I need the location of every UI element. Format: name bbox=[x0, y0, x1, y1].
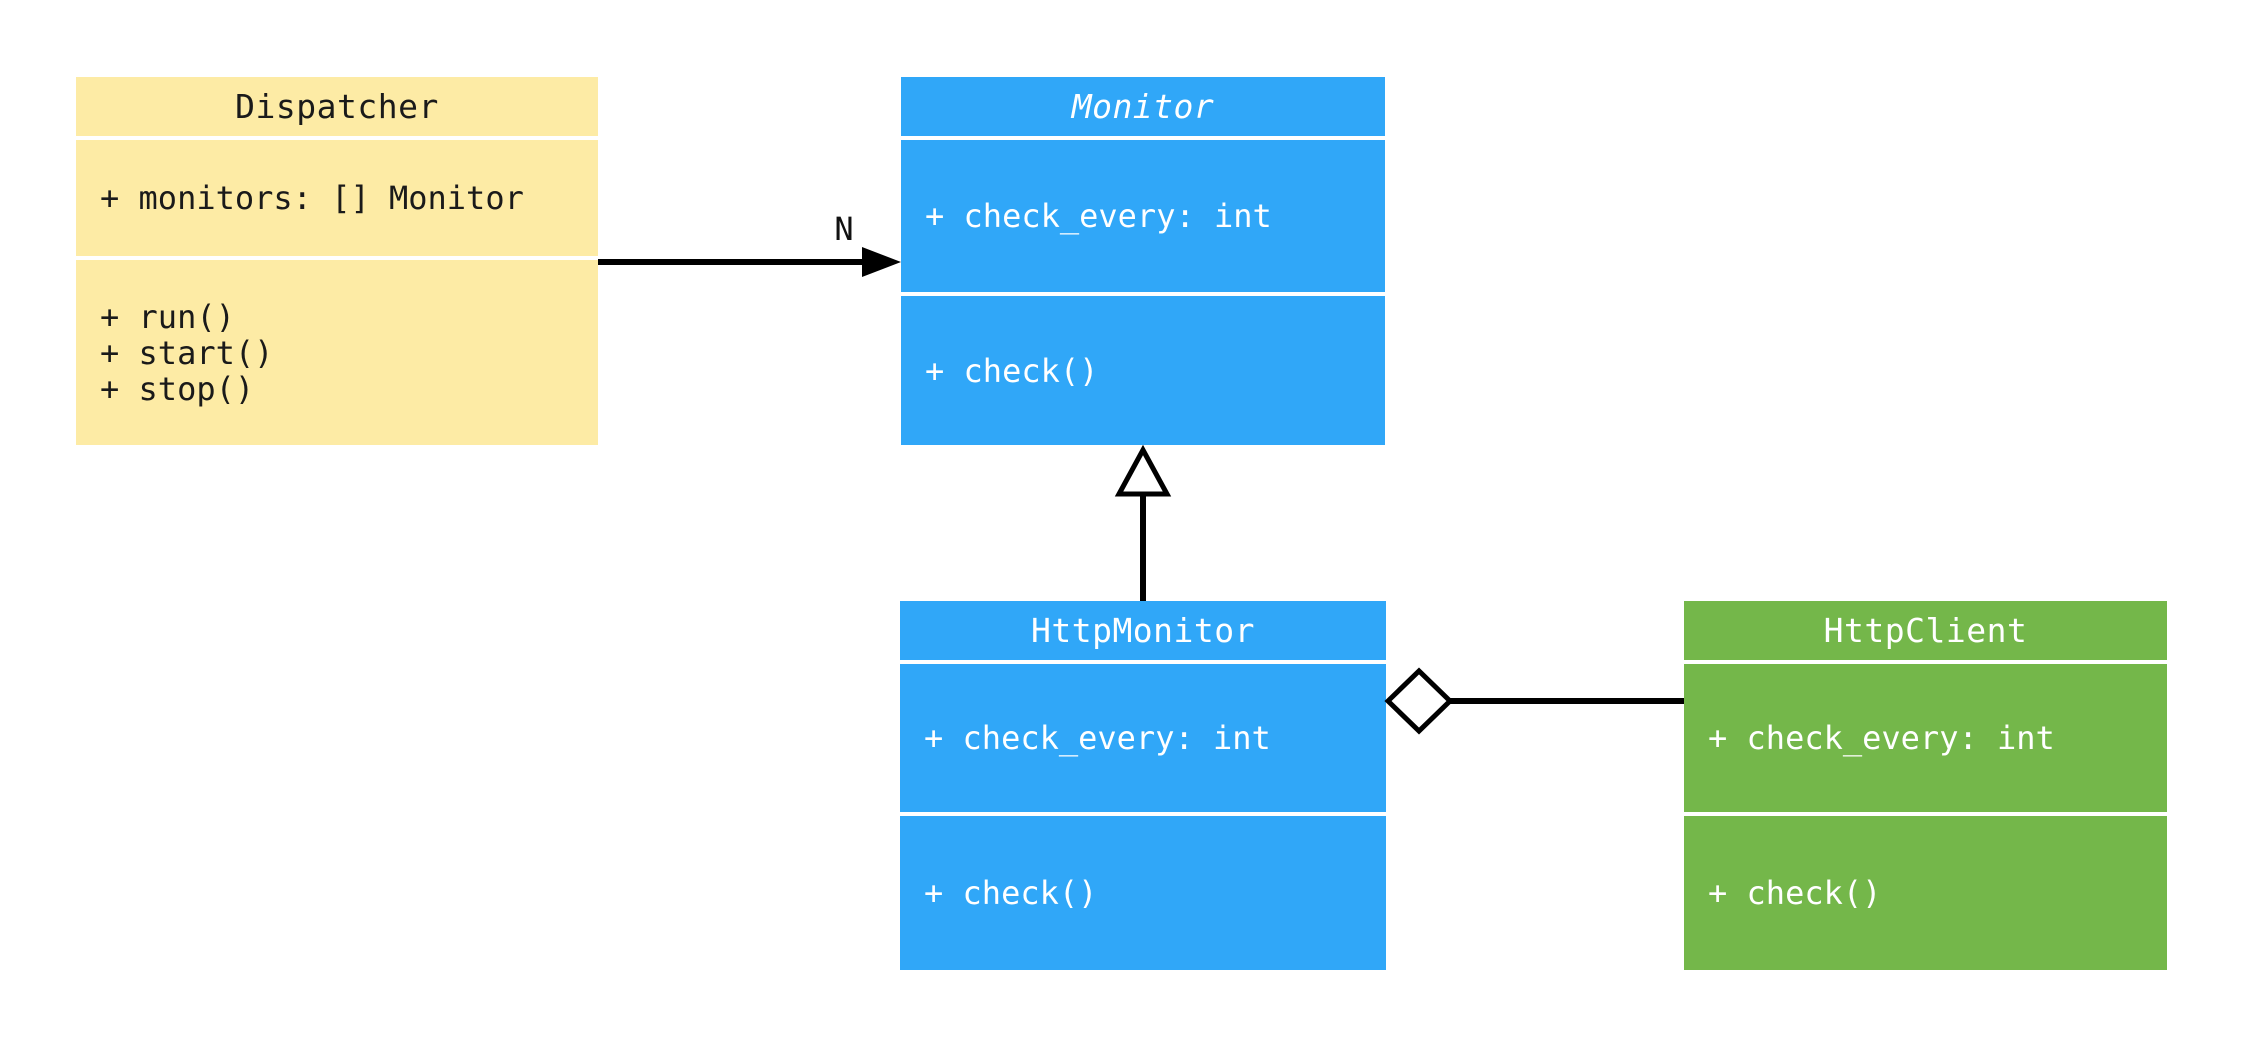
class-box-monitor[interactable]: Monitor + check_every: int + check() bbox=[901, 77, 1385, 445]
class-box-httpmonitor[interactable]: HttpMonitor + check_every: int + check() bbox=[900, 601, 1386, 970]
method-line: + start() bbox=[100, 333, 274, 372]
class-box-dispatcher[interactable]: Dispatcher + monitors: [] Monitor + run(… bbox=[76, 77, 598, 445]
class-methods-section: + check() bbox=[901, 296, 1385, 445]
class-title: HttpMonitor bbox=[900, 601, 1386, 660]
class-title: HttpClient bbox=[1684, 601, 2167, 660]
method-line: + check() bbox=[925, 351, 1099, 390]
attribute-line: + check_every: int bbox=[924, 719, 1271, 757]
aggregation-diamond-icon bbox=[1384, 667, 1454, 735]
class-title: Dispatcher bbox=[76, 77, 598, 136]
method-line: + check() bbox=[924, 874, 1098, 912]
class-methods-section: + check() bbox=[900, 816, 1386, 970]
class-attributes-section: + check_every: int bbox=[900, 664, 1386, 812]
class-box-httpclient[interactable]: HttpClient + check_every: int + check() bbox=[1684, 601, 2167, 970]
method-line: + check() bbox=[1708, 874, 1882, 912]
class-methods-section: + check() bbox=[1684, 816, 2167, 970]
class-methods-section: + run() + start() + stop() bbox=[76, 260, 598, 445]
attribute-line: + monitors: [] Monitor bbox=[100, 179, 524, 217]
class-attributes-section: + monitors: [] Monitor bbox=[76, 140, 598, 256]
attribute-line: + check_every: int bbox=[1708, 719, 2055, 757]
class-attributes-section: + check_every: int bbox=[1684, 664, 2167, 812]
class-attributes-section: + check_every: int bbox=[901, 140, 1385, 292]
class-title: Monitor bbox=[901, 77, 1385, 136]
inheritance-triangle-icon bbox=[1114, 444, 1172, 497]
method-line: + run() bbox=[100, 297, 235, 336]
association-arrowhead-icon bbox=[862, 247, 901, 277]
multiplicity-label: N bbox=[834, 210, 854, 248]
method-line: + stop() bbox=[100, 369, 255, 408]
attribute-line: + check_every: int bbox=[925, 197, 1272, 235]
